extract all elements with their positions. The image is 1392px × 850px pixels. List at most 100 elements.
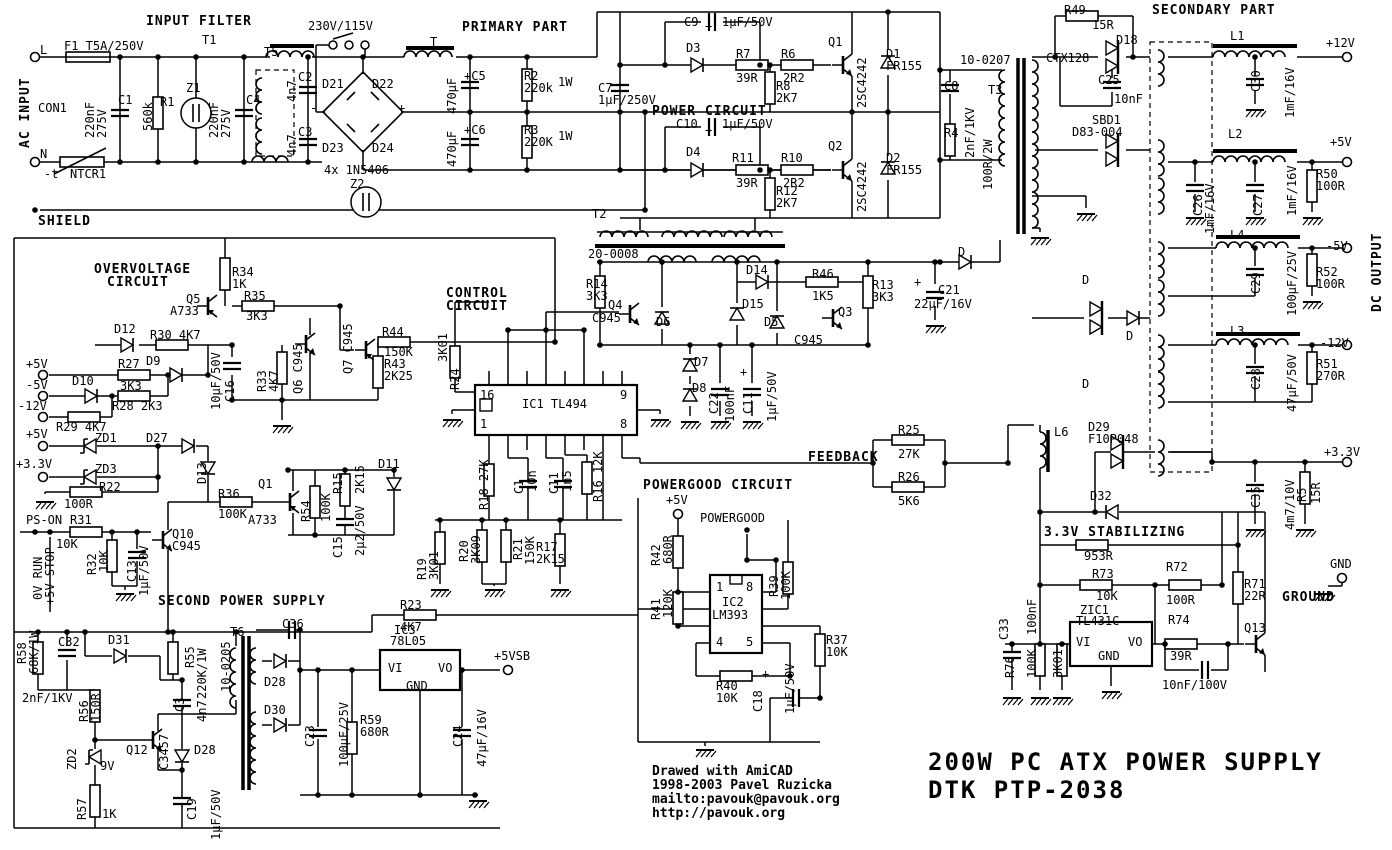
diode-icon [879,160,897,175]
junction-dot [1302,459,1308,465]
junction-dot [155,54,161,60]
component-label: C11 [741,392,755,414]
component-label: 1mF/16V [1285,165,1299,216]
wire-network [13,11,1343,829]
component-label: C3 [298,125,313,139]
ntc-thermistor-icon [53,147,107,175]
component-label: C19 [185,798,199,820]
transistor-icon [208,310,214,315]
component-label: 4 [716,635,724,649]
component-label: C1 [118,93,133,107]
diode-icon [169,366,184,384]
double-diode-icon [1110,434,1125,470]
junction-dot [1059,641,1065,647]
resistor-icon [581,461,593,495]
resistor-icon [780,59,814,71]
diode-icon [113,647,128,665]
component-label: 3K01 [427,551,441,580]
component-label: 1mF/16V [1203,183,1217,234]
junction-dot [1252,159,1258,165]
component-label: Q3 [838,305,853,319]
junction-dot [744,557,750,563]
component-label: R11 [732,151,754,165]
resistor-icon [1306,253,1318,287]
component-label: 100K [1025,649,1039,678]
component-label: 1K5 [812,289,834,303]
junction-dot [581,327,587,333]
component-label: FR155 [886,59,923,73]
resistor-icon [719,670,753,682]
component-label: C945 [172,539,201,553]
junction-dot [64,629,70,635]
component-label: 1µF/50V [137,545,151,596]
component-label: D21 [322,77,344,91]
component-label: 15R [1092,18,1114,32]
component-label: R35 [244,289,266,303]
component-label: C3457 [157,733,171,770]
junction-dot [279,397,285,403]
resistor-icon [944,123,956,157]
junction-dot [597,259,603,265]
diode-icon [681,387,699,402]
terminal-icon [672,508,684,520]
component-label: 10K [716,691,738,705]
zener-diode-icon [80,469,88,485]
component-label: R37 [826,633,848,647]
component-label: D2 [886,151,901,165]
component-label: F10P048 [1088,432,1139,446]
component-label: 2K25 [384,369,413,383]
capacitor-icon [1200,661,1210,679]
component-label: -12V [1320,336,1349,350]
component-label: R8 [776,79,791,93]
component-label: R15 [331,472,345,494]
component-label: 8 [620,417,628,431]
capacitor-icon [453,728,471,738]
component-label: 4n7 [195,700,209,722]
capacitor-icon [711,387,729,397]
component-label: 2µ2/50V [353,505,367,556]
junction-dot [849,109,855,115]
wire-power [620,12,941,219]
junction-dot [1005,460,1011,466]
ground-icon [1295,530,1317,538]
component-label: D8 [692,381,707,395]
component-label: T5 [264,45,279,59]
component-label: 150R [89,693,103,722]
component-label: D [958,245,966,259]
component-label: D18 [1116,33,1138,47]
component-label: Q7 C945 [341,323,355,374]
terminal-icon [37,390,49,402]
component-label: POWERGOOD [700,511,766,525]
component-label: 16 [480,388,495,402]
component-label: TL431C [1076,614,1120,628]
component-label: T6 [230,625,245,639]
wire-input [40,11,940,211]
component-label: D9 [146,354,161,368]
shield-box [1149,41,1213,473]
component-label: 100nF [723,385,737,422]
ground-icon [680,422,702,430]
component-label: 9V [100,759,115,773]
transistor-icon [846,174,852,181]
junction-dot [241,54,247,60]
component-label: R4 [944,126,959,140]
component-label: R46 [812,267,834,281]
terminal-icon [502,664,514,676]
terminal-icon [1341,156,1353,168]
ground-icon [1030,698,1052,706]
component-label: R7 [736,47,751,61]
resistor-icon [69,526,103,538]
component-label: + [762,667,770,681]
component-label: 10K [56,537,78,551]
component-label: C32 [58,635,80,649]
inductor-coil-icon [265,50,315,58]
component-label: 4n7 [285,80,299,102]
component-label: R22 [99,480,121,494]
resistor-icon [32,641,44,675]
inductor-coil-icon [1031,59,1039,229]
junction-dot [305,54,311,60]
resistor-icon [782,561,794,595]
component-label: D [1082,273,1090,287]
junction-dot [885,109,891,115]
